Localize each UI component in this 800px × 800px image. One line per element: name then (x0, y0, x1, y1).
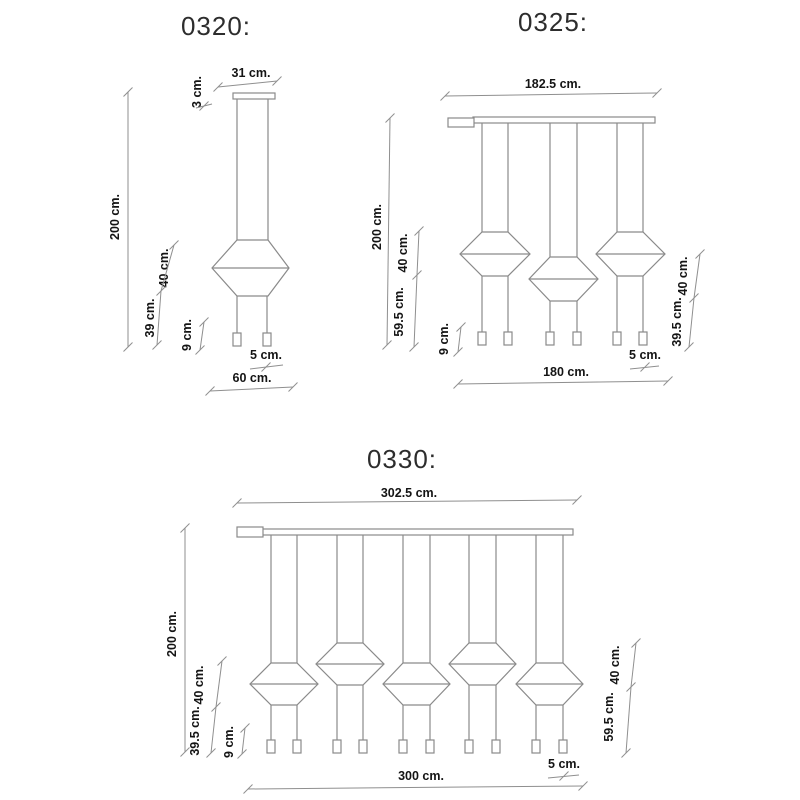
lamp-drawing-0330 (236, 526, 584, 754)
dimension-line (444, 92, 658, 97)
dimension-line (630, 642, 637, 688)
dim-label-total-height: 200 cm. (370, 204, 384, 250)
bulb-terminal (491, 739, 501, 754)
dim-label-track-width: 182.5 cm. (525, 77, 581, 91)
dim-label-lens-height-left: 40 cm. (192, 666, 206, 705)
dim-label-canopy-width: 31 cm. (232, 66, 271, 80)
dim-label-terminal-height: 9 cm. (180, 319, 194, 351)
dimension-annotations-0330: 302.5 cm. 200 cm. 40 cm. 39.5 cm. 9 cm. … (165, 486, 641, 794)
dimension-annotations-0325: 182.5 cm. 200 cm. 40 cm. 59.5 cm. 9 cm. … (370, 77, 705, 389)
ceiling-canopy (236, 526, 264, 538)
dim-label-span-width: 180 cm. (543, 365, 589, 379)
dimension-line (160, 244, 175, 292)
dim-label-track-width: 302.5 cm. (381, 486, 437, 500)
dimension-line (156, 290, 162, 346)
ceiling-track (472, 116, 656, 124)
bulb-terminal (545, 331, 555, 346)
dimension-line (236, 499, 578, 504)
dimension-line (241, 727, 246, 755)
ceiling-track (247, 528, 574, 536)
dim-label-terminal-size: 5 cm. (250, 348, 282, 362)
bulb-terminal (612, 331, 622, 346)
bulb-terminal (232, 332, 242, 347)
dim-label-terminal-height: 9 cm. (222, 726, 236, 758)
dim-label-canopy-height: 3 cm. (190, 76, 204, 108)
bulb-terminal (332, 739, 342, 754)
dim-label-lamp-width: 60 cm. (233, 371, 272, 385)
lamp-drawing-0320 (211, 92, 290, 347)
dim-label-span-width: 300 cm. (398, 769, 444, 783)
dimension-line (215, 660, 223, 708)
dim-label-below-lens-left: 59.5 cm. (392, 287, 406, 336)
dimension-annotations-0320: 31 cm. 3 cm. 200 cm. 40 cm. 39 cm. 9 cm.… (108, 66, 298, 396)
bulb-terminal (638, 331, 648, 346)
bulb-terminal (292, 739, 302, 754)
model-number-title: 0330: (367, 444, 437, 474)
dimension-line (416, 230, 420, 276)
dim-label-lens-height-right: 40 cm. (608, 646, 622, 685)
dimension-line (386, 117, 391, 346)
dim-label-total-height: 200 cm. (108, 194, 122, 240)
dimension-line (625, 686, 632, 754)
dim-label-below-lens: 39 cm. (143, 299, 157, 338)
bulb-terminal (464, 739, 474, 754)
diagram-0330: 0330: (165, 444, 641, 794)
model-number-title: 0320: (181, 11, 251, 41)
dim-label-lens-height: 40 cm. (157, 249, 171, 288)
dim-label-below-lens-right: 39.5 cm. (670, 297, 684, 346)
dim-label-lens-height-left: 40 cm. (396, 234, 410, 273)
dimension-line (688, 297, 695, 348)
ceiling-canopy (447, 117, 475, 128)
dim-label-lens-height-right: 40 cm. (676, 257, 690, 296)
ceiling-canopy (232, 92, 276, 100)
dimension-line (217, 80, 278, 88)
bulb-terminal (358, 739, 368, 754)
dimension-line (457, 326, 462, 353)
bulb-terminal (477, 331, 487, 346)
bulb-terminal (558, 739, 568, 754)
dimension-line (247, 785, 584, 790)
dim-label-total-height: 200 cm. (165, 611, 179, 657)
dimension-line (199, 321, 205, 351)
dim-label-below-lens-right: 59.5 cm. (602, 692, 616, 741)
dim-label-below-lens-left: 39.5 cm. (188, 706, 202, 755)
bulb-terminal (262, 332, 272, 347)
dimension-line (413, 274, 418, 348)
dimension-line (209, 386, 294, 392)
dimension-line (457, 380, 669, 385)
lamp-drawing-0325 (447, 116, 666, 346)
diagram-0320: 0320: 31 cm. 3 cm. 200 cm. 40 cm. (108, 11, 298, 396)
dimension-line (693, 253, 701, 299)
bulb-terminal (425, 739, 435, 754)
dim-label-terminal-height: 9 cm. (437, 323, 451, 355)
model-number-title: 0325: (518, 7, 588, 37)
bulb-terminal (531, 739, 541, 754)
dim-label-terminal-size: 5 cm. (548, 757, 580, 771)
bulb-terminal (266, 739, 276, 754)
dimension-tick (169, 240, 179, 250)
diagram-0325: 0325: 182.5 cm. (370, 7, 705, 389)
bulb-terminal (572, 331, 582, 346)
bulb-terminal (398, 739, 408, 754)
bulb-terminal (503, 331, 513, 346)
dim-label-terminal-size: 5 cm. (629, 348, 661, 362)
dimension-line (210, 706, 217, 754)
